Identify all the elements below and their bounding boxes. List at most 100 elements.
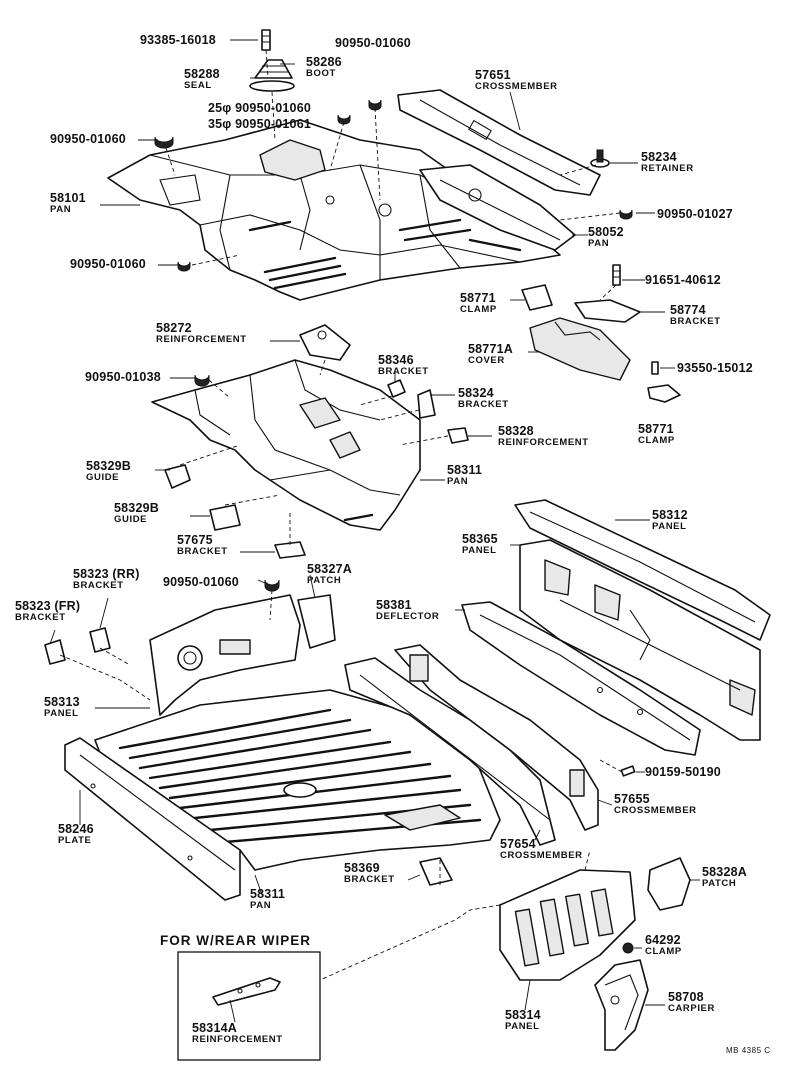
label-91651-40612: 91651-40612 [645,274,721,287]
part-number: 58311 [447,463,483,477]
part-number: 58288 [184,67,220,81]
part-number: 90950-01038 [85,370,161,384]
hole-plugs [154,99,633,592]
part-number: 58052 [588,225,624,239]
part-number: 58324 [458,386,494,400]
label-57655: 57655 CROSSMEMBER [614,793,697,815]
label-90159-50190: 90159-50190 [645,766,721,779]
part-number: 91651-40612 [645,273,721,287]
label-58286: 58286 BOOT [306,56,342,78]
part-name: BRACKET [378,365,429,377]
reinforcement-58314A [212,977,281,1006]
part-name: REINFORCEMENT [498,436,589,448]
label-58365: 58365 PANEL [462,533,498,555]
wiper-note: FOR W/REAR WIPER [160,933,311,948]
part-number: 58328 [498,424,534,438]
part-number: 58323 (RR) [73,567,140,581]
patch-58328A [647,857,691,911]
crossmember-57651 [397,89,601,196]
part-name: CARPIER [668,1002,715,1014]
part-number: 58311 [250,887,286,901]
label-58234: 58234 RETAINER [641,151,694,173]
part-name: BRACKET [458,398,509,410]
part-number: 58286 [306,55,342,69]
label-58708: 58708 CARPIER [668,991,715,1013]
part-name: BRACKET [15,611,66,623]
label-58329B-b: 58329B GUIDE [114,502,159,524]
part-name: BRACKET [670,315,721,327]
part-number: 25φ 90950-01060 [208,101,311,115]
part-number: 58771 [460,291,496,305]
bolt-91651 [612,264,621,286]
leader-lines [49,39,700,1023]
part-number: 90159-50190 [645,765,721,779]
part-number: 58771A [468,342,513,356]
part-number: 58774 [670,303,706,317]
label-58314A: 58314A REINFORCEMENT [192,1022,283,1044]
part-name: PAN [447,475,469,487]
label-57675: 57675 BRACKET [177,534,228,556]
label-58381: 58381 DEFLECTOR [376,599,439,621]
part-number: 58246 [58,822,94,836]
label-58327A: 58327A PATCH [307,563,352,585]
label-58311-a: 58311 PAN [447,464,482,486]
part-number: 93385-16018 [140,33,216,47]
label-58328A: 58328A PATCH [702,866,747,888]
part-name: CROSSMEMBER [475,80,558,92]
label-58312: 58312 PANEL [652,509,688,531]
part-number: 57675 [177,533,213,547]
label-57651: 57651 CROSSMEMBER [475,69,558,91]
part-number: 58327A [307,562,352,576]
connection-lines [59,49,623,981]
carpier-assembly [594,942,649,1051]
plate-58246 [64,737,241,901]
label-90950-01060-b: 90950-01060 [50,133,126,146]
label-25phi-90950-01060: 25φ 90950-01060 [208,102,311,115]
part-number: 35φ 90950-01061 [208,117,311,131]
part-name: REINFORCEMENT [192,1033,283,1045]
part-name: PAN [50,203,72,215]
label-58771A: 58771A COVER [468,343,513,365]
label-58774: 58774 BRACKET [670,304,721,326]
label-58246: 58246 PLATE [58,823,94,845]
deflector-58381 [461,601,701,756]
drawing-code: MB 4385 C [726,1046,771,1055]
part-number: 64292 [645,933,681,947]
label-58314: 58314 PANEL [505,1009,541,1031]
rear-floor-panel-58313 [149,594,336,716]
part-number: 58381 [376,598,412,612]
part-name: BRACKET [73,579,124,591]
part-name: PATCH [702,877,737,889]
part-number: 90950-01060 [70,257,146,271]
part-number: 58323 (FR) [15,599,81,613]
part-name: BOOT [306,67,336,79]
part-number: 58314 [505,1008,541,1022]
front-floor-pan-58101 [107,119,561,301]
rear-panel-58312 [514,499,771,641]
part-name: PAN [250,899,272,911]
part-name: PANEL [505,1020,540,1032]
label-58052: 58052 PAN [588,226,624,248]
reinforcement-58272 [299,324,351,361]
part-name: CLAMP [638,434,675,446]
part-number: 58771 [638,422,674,436]
part-name: PANEL [462,544,497,556]
crossmember-57654 [344,657,556,846]
label-90950-01038: 90950-01038 [85,371,161,384]
bolt-90159 [620,765,636,777]
part-name: CLAMP [460,303,497,315]
part-number: 58346 [378,353,414,367]
part-number: 57651 [475,68,511,82]
part-number: 90950-01060 [335,36,411,50]
brackets-58323 [44,627,111,665]
pan-58311-middle [151,359,421,531]
label-90950-01060-d: 90950-01060 [163,576,239,589]
part-name: CLAMP [645,945,682,957]
label-58272: 58272 REINFORCEMENT [156,322,247,344]
label-57654: 57654 CROSSMEMBER [500,838,583,860]
label-58313: 58313 PANEL [44,696,80,718]
part-number: 58101 [50,191,86,205]
shift-boot-assembly [249,29,295,92]
bracket-58369 [419,857,453,886]
pan-58052 [419,164,576,251]
